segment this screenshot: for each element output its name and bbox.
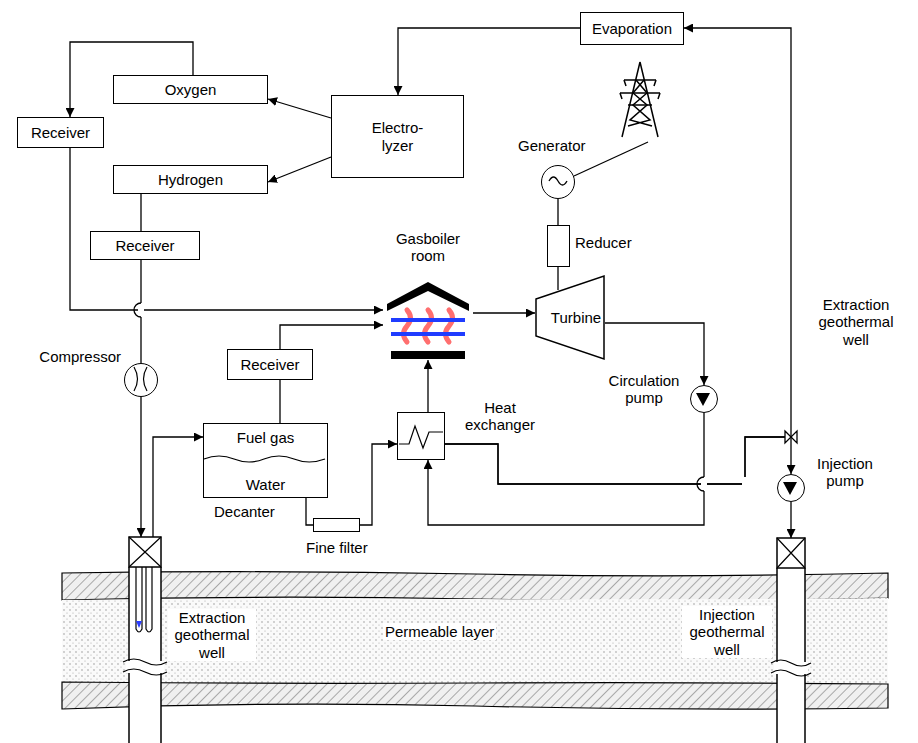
pipe-connector xyxy=(557,267,558,290)
receiver-box: Receiver xyxy=(90,231,200,260)
power-tower xyxy=(620,62,660,137)
pump-symbol: Circulation pump xyxy=(690,385,718,413)
pipe-connector xyxy=(445,28,791,484)
process-box: Evaporation xyxy=(580,12,684,45)
node-text: Receiver xyxy=(31,124,90,141)
node-text: Receiver xyxy=(240,356,299,373)
part-label: Decanter xyxy=(214,503,275,520)
geothermal-well: Injection geothermal well xyxy=(776,538,806,743)
part-label: Injection geothermal well xyxy=(682,606,772,658)
pipe-connector xyxy=(279,380,280,423)
node-text: Evaporation xyxy=(592,20,672,37)
pipe-connector xyxy=(140,397,141,537)
node-text: Electro- lyzer xyxy=(365,119,431,154)
storage-box: Hydrogen xyxy=(113,165,268,194)
storage-box: Oxygen xyxy=(113,75,268,104)
turbine-shape: Turbine xyxy=(535,275,605,360)
pipe-connector xyxy=(473,312,535,313)
process-box: Electro- lyzer xyxy=(331,95,464,178)
boiler-icon: Gasboiler room xyxy=(383,280,473,360)
node-text: Water xyxy=(246,476,285,493)
valve-symbol xyxy=(785,431,797,443)
node-text: Fuel gas xyxy=(237,429,295,446)
heat-exchanger-box: Heat exchanger xyxy=(397,412,445,460)
decanter-tank: Fuel gasWaterDecanter xyxy=(203,423,328,498)
part-label: Compressor xyxy=(39,348,121,365)
pump-symbol-graphic xyxy=(690,385,718,413)
part-label: Gasboiler room xyxy=(383,230,473,265)
geothermal-well-graphic xyxy=(128,537,162,743)
generator-symbol: Generator xyxy=(541,165,575,199)
node-text: Turbine xyxy=(539,309,601,326)
heat-exchanger-box-graphic xyxy=(397,412,445,460)
pump-symbol: Injection pump xyxy=(777,474,805,502)
pipe-connector xyxy=(268,99,331,118)
part-label: Extraction geothermal well xyxy=(168,609,256,661)
part-label: Circulation pump xyxy=(601,372,687,407)
geothermal-well-graphic xyxy=(776,538,806,743)
pipe-connector xyxy=(153,437,203,537)
filter-box: Fine filter xyxy=(313,518,360,532)
pipe-connector xyxy=(140,194,141,231)
node-text: Oxygen xyxy=(165,81,217,98)
pipe-connector xyxy=(445,437,791,484)
pipe-connector xyxy=(398,28,580,95)
part-label: Heat exchanger xyxy=(454,399,546,434)
part-label: Fine filter xyxy=(306,539,368,556)
part-label: Permeable layer xyxy=(383,623,496,640)
pipe-connector xyxy=(427,360,428,412)
receiver-box: Receiver xyxy=(17,117,104,148)
part-label: Reducer xyxy=(575,234,632,251)
receiver-box: Receiver xyxy=(227,349,313,380)
part-label: Extraction geothermal well xyxy=(812,296,900,348)
pipe-connector xyxy=(280,325,383,349)
geothermal-well: Extraction geothermal well xyxy=(128,537,162,743)
boiler-icon-graphic xyxy=(383,280,473,360)
node-text: Hydrogen xyxy=(158,171,223,188)
part-label: Injection pump xyxy=(808,455,882,490)
compressor-symbol-graphic xyxy=(124,363,158,397)
node-text: Receiver xyxy=(115,237,174,254)
pipe-connector xyxy=(790,502,791,538)
pipe-connector xyxy=(306,498,313,525)
part-label: Generator xyxy=(518,137,586,154)
compressor-symbol: Compressor xyxy=(124,363,158,397)
generator-symbol-graphic xyxy=(541,165,575,199)
pump-symbol-graphic xyxy=(777,474,805,502)
pipe-connector xyxy=(360,444,397,525)
pipe-connector xyxy=(557,199,558,225)
reducer-box: Reducer xyxy=(547,225,570,267)
pipe-connector xyxy=(268,157,331,182)
